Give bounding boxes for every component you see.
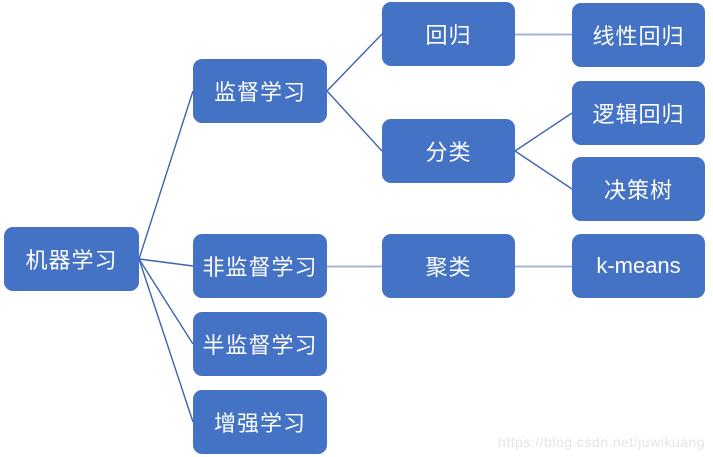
edge-root-reinforcement — [138, 258, 194, 423]
node-regression: 回归 — [382, 2, 515, 66]
node-decision-tree: 决策树 — [572, 157, 705, 221]
node-classification: 分类 — [382, 119, 515, 183]
node-reinforcement-learning: 增强学习 — [193, 390, 327, 454]
node-logistic-regression: 逻辑回归 — [572, 81, 705, 145]
edge-classification-logistic — [514, 112, 573, 152]
edge-root-semi-supervised — [138, 258, 194, 345]
node-supervised-learning: 监督学习 — [193, 59, 327, 123]
watermark-url: https://blog.csdn.net/juwikuang — [498, 434, 705, 450]
node-machine-learning: 机器学习 — [4, 227, 139, 291]
node-semi-supervised-learning: 半监督学习 — [193, 312, 327, 376]
edge-root-supervised — [138, 90, 194, 260]
node-linear-regression: 线性回归 — [572, 3, 705, 67]
node-kmeans: k-means — [572, 234, 705, 298]
edge-supervised-regression — [326, 33, 383, 92]
edge-classification-decision-tree — [514, 150, 573, 190]
edge-supervised-classification — [326, 90, 383, 152]
edge-root-unsupervised — [138, 258, 194, 267]
node-unsupervised-learning: 非监督学习 — [193, 234, 327, 298]
node-clustering: 聚类 — [382, 234, 515, 298]
